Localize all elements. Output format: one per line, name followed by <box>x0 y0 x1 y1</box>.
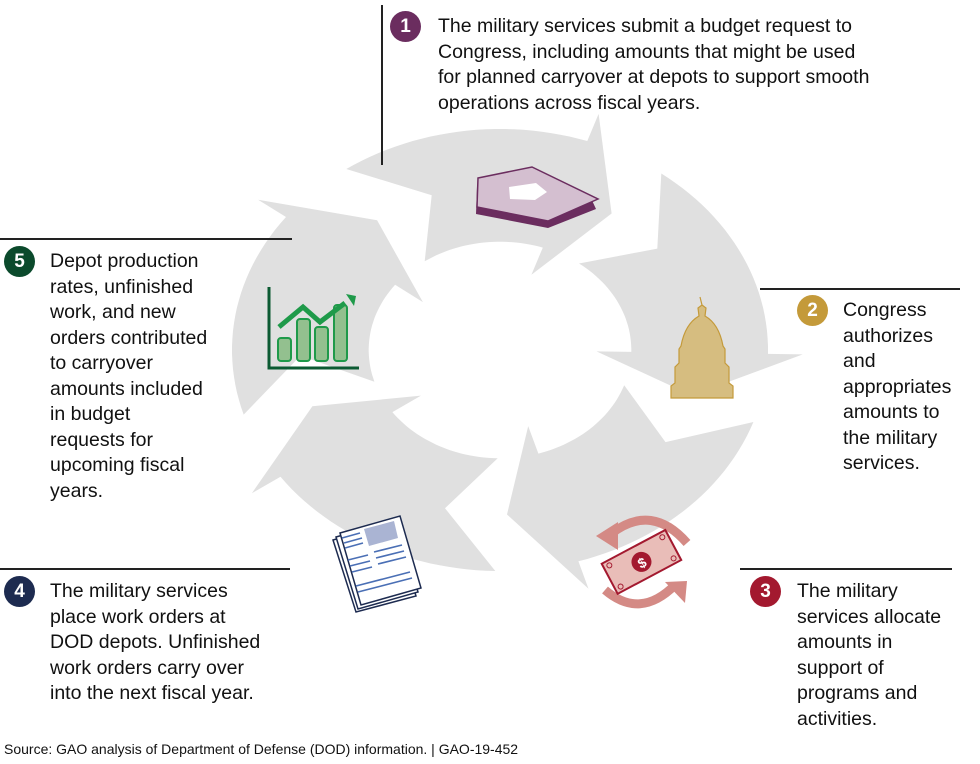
text-line: programs and <box>797 682 918 704</box>
step-2-text: Congress authorizes and appropriates amo… <box>843 298 951 477</box>
growth-chart-icon <box>267 287 359 370</box>
text-line: amounts in <box>797 631 893 653</box>
text-line: requests for <box>50 428 153 451</box>
text-line: services. <box>843 452 920 474</box>
text-line: appropriates <box>843 375 952 398</box>
text-line: Depot production <box>50 250 199 272</box>
step-4-text: The military services place work orders … <box>50 579 260 707</box>
text-line: authorizes <box>843 324 933 347</box>
callout-line-4 <box>0 568 290 570</box>
work-order-document-icon <box>332 515 422 613</box>
text-line: The military services submit a budget re… <box>438 15 853 37</box>
text-line: Congress, including amounts that might b… <box>438 40 856 63</box>
callout-line-2 <box>760 288 960 290</box>
callout-line-1 <box>381 5 383 165</box>
text-line: The military services <box>50 580 228 602</box>
text-line: and <box>843 350 876 372</box>
cycle-arrow-segment-4 <box>251 395 498 571</box>
text-line: activities. <box>797 707 878 730</box>
text-line: services allocate <box>797 605 942 628</box>
text-line: the military <box>843 426 938 449</box>
text-line: years. <box>50 479 104 502</box>
cycle-arrow-segment-3 <box>507 385 754 589</box>
text-line: DOD depots. Unfinished <box>50 631 261 653</box>
step-3-badge: 3 <box>750 576 781 607</box>
pentagon-icon <box>476 166 600 228</box>
step-3-text: The military services allocate amounts i… <box>797 579 941 732</box>
step-4-badge: 4 <box>4 576 35 607</box>
text-line: amounts to <box>843 401 940 423</box>
text-line: work orders carry over <box>50 656 244 679</box>
callout-line-5 <box>0 238 292 240</box>
text-line: to carryover <box>50 352 153 374</box>
text-line: work, and new <box>50 301 176 323</box>
text-line: place work orders at <box>50 605 226 628</box>
text-line: The military <box>797 580 898 602</box>
text-line: Congress <box>843 299 927 321</box>
money-exchange-icon: $ <box>596 515 691 609</box>
text-line: support of <box>797 656 884 679</box>
capitol-dome-icon <box>670 296 734 399</box>
step-5-badge: 5 <box>4 246 35 277</box>
text-line: operations across fiscal years. <box>438 91 701 114</box>
step-1-text: The military services submit a budget re… <box>438 14 869 116</box>
text-line: for planned carryover at depots to suppo… <box>438 66 870 88</box>
step-1-badge: 1 <box>390 11 421 42</box>
text-line: upcoming fiscal <box>50 454 185 476</box>
text-line: orders contributed <box>50 326 208 349</box>
step-2-badge: 2 <box>797 295 828 326</box>
cycle-arrow-segment-2 <box>579 173 803 396</box>
text-line: amounts included <box>50 377 203 400</box>
text-line: into the next fiscal year. <box>50 682 254 704</box>
callout-line-3 <box>740 568 952 570</box>
step-5-text: Depot production rates, unfinished work,… <box>50 249 207 504</box>
cycle-arrow-segment-5 <box>232 199 423 415</box>
source-note: Source: GAO analysis of Department of De… <box>4 741 519 757</box>
text-line: rates, unfinished <box>50 275 194 298</box>
text-line: in budget <box>50 403 131 425</box>
